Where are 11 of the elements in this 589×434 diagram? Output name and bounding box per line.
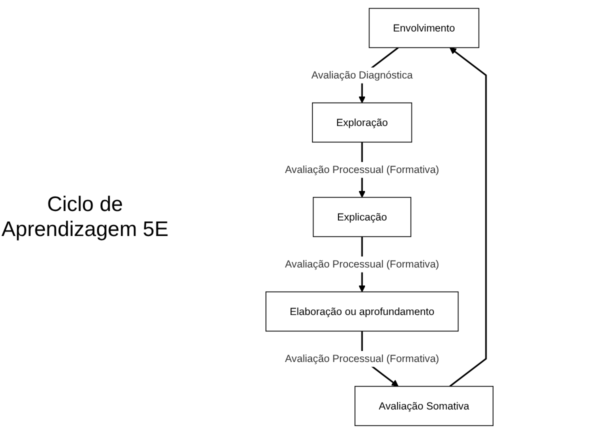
node-box: Avaliação Somativa [354, 386, 494, 426]
edge-label: Avaliação Diagnóstica [311, 69, 413, 82]
edge-label: Avaliação Processual (Formativa) [284, 258, 440, 270]
node-box: Envolvimento [368, 8, 480, 48]
edge-label: Avaliação Processual (Formativa) [284, 164, 440, 176]
node-box: Explicação [312, 196, 412, 238]
edge-label: Avaliação Processual (Formativa) [284, 352, 440, 364]
center-label: Ciclo de Aprendizagem 5E [0, 192, 170, 242]
node-box: Exploração [312, 102, 412, 143]
node-box: Elaboração ou aprofundamento [266, 291, 459, 332]
arrow [449, 47, 487, 387]
